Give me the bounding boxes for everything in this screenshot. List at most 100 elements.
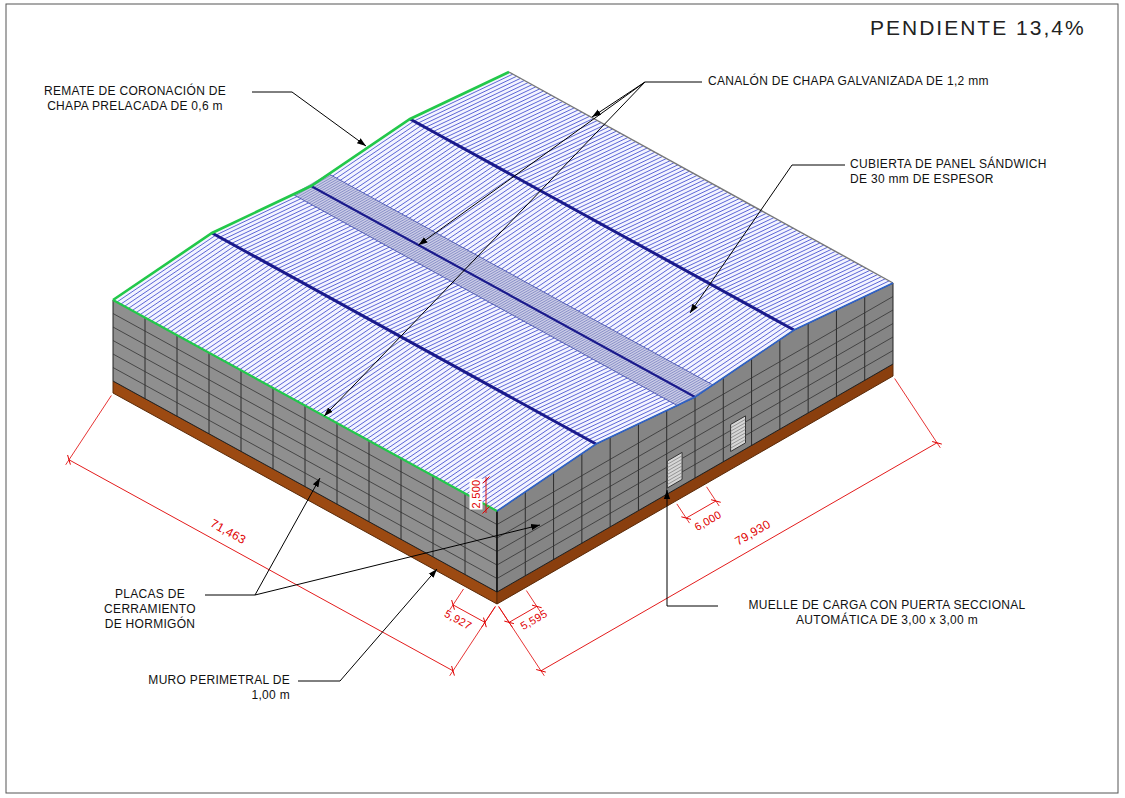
gutter-hatch — [612, 349, 648, 370]
roof-panel-rib — [614, 184, 713, 231]
gutter-hatch — [510, 293, 546, 314]
roof-panel-rib — [710, 237, 809, 284]
gutter-hatch — [585, 334, 621, 355]
extension-line — [499, 607, 513, 628]
extension-line — [677, 504, 690, 523]
gutter-hatch — [557, 319, 593, 340]
callout-label: CUBIERTA DE PANEL SÁNDWICH DE 30 mm DE E… — [850, 157, 1066, 187]
roof-panel-rib — [571, 161, 670, 208]
roof-panel-rib — [485, 438, 584, 505]
gutter-hatch — [598, 341, 634, 362]
gutter-hatch — [359, 210, 395, 231]
gutter-hatch — [566, 324, 602, 345]
gutter-hatch — [508, 292, 544, 313]
gutter-hatch — [435, 252, 471, 273]
leader-line — [324, 82, 645, 416]
door-section — [731, 419, 746, 428]
gutter-hatch — [544, 312, 580, 333]
roof-panel-rib — [606, 180, 705, 227]
roof-panel-rib — [717, 241, 816, 288]
leader-line — [592, 82, 702, 117]
roof-panel-rib — [594, 173, 693, 220]
gutter-hatch — [406, 236, 442, 257]
roof-panel-rib — [514, 129, 613, 176]
sectional-door — [731, 416, 746, 452]
leader-line — [690, 165, 845, 313]
gutter-hatch — [402, 234, 438, 255]
gutter-hatch — [539, 309, 575, 330]
gutter-hatch — [311, 184, 347, 205]
gutter-hatch — [334, 196, 370, 217]
roof-panel-rib — [756, 262, 855, 309]
gutter-hatch — [494, 284, 530, 305]
gutter-hatch — [530, 304, 566, 325]
roof-panel-rib — [445, 91, 544, 138]
roof-panel-rib — [733, 249, 832, 296]
gutter-hatch — [413, 240, 449, 261]
roof-panel-rib — [759, 264, 858, 311]
gutter-hatch — [350, 205, 386, 226]
gutter-hatch — [469, 271, 505, 292]
gutter-hatch — [582, 333, 618, 354]
gutter-hatch — [483, 278, 519, 299]
gutter-hatch — [506, 291, 542, 312]
gutter-hatch — [600, 343, 636, 364]
sandwich-roof-plane — [410, 72, 893, 330]
callout-label: MURO PERIMETRAL DE 1,00 m — [140, 673, 290, 703]
gutter-hatch — [627, 358, 663, 379]
roof-panel-rib — [482, 436, 581, 503]
gutter-hatch — [372, 217, 408, 238]
roof-panel-rib — [621, 188, 720, 235]
roof-panel-rib — [671, 215, 770, 262]
leader-line — [298, 569, 437, 681]
gutter-hatch — [304, 180, 340, 201]
roof-panel-rib — [460, 99, 559, 146]
roof-panel-rib — [414, 74, 513, 121]
roof-panel-rib — [713, 239, 812, 286]
gutter-hatch — [298, 176, 334, 197]
gutter-hatch — [499, 287, 535, 308]
gutter-hatch — [374, 219, 410, 240]
gutter-hatch — [361, 211, 397, 232]
roof-panel-rib — [502, 123, 601, 170]
gutter-hatch — [363, 212, 399, 233]
roof-panel-rib — [483, 112, 582, 159]
gutter-hatch — [302, 179, 338, 200]
dimension-tick — [532, 605, 542, 608]
leader-line — [255, 525, 540, 595]
leader-line — [205, 478, 320, 595]
gutter-hatch — [472, 272, 508, 293]
roof-panel-rib — [567, 159, 666, 206]
roof-panel-rib — [648, 203, 747, 250]
roof-panel-rib — [667, 213, 766, 260]
gutter-hatch — [442, 256, 478, 277]
gutter-hatch — [555, 318, 591, 339]
roof-panel-rib — [552, 150, 651, 197]
gutter-hatch — [589, 337, 625, 358]
gutter-hatch — [384, 224, 420, 245]
gutter-hatch — [445, 257, 481, 278]
gutter-hatch — [594, 339, 630, 360]
gutter-hatch — [650, 370, 686, 391]
roof-panel-rib — [541, 144, 640, 191]
roof-panel-rib — [506, 125, 605, 172]
roof-panel-rib — [560, 154, 659, 201]
gutter-hatch — [485, 279, 521, 300]
gutter-hatch — [404, 235, 440, 256]
roof-panel-rib — [782, 277, 881, 324]
roof-panel-rib — [702, 232, 801, 279]
gutter-hatch — [519, 298, 555, 319]
gutter-hatch — [560, 320, 596, 341]
roof-panel-rib — [740, 253, 839, 300]
gutter-hatch — [625, 356, 661, 377]
gutter-hatch — [454, 262, 490, 283]
roof-panel-rib — [763, 266, 862, 313]
gutter-hatch — [481, 277, 517, 298]
gutter-hatch — [609, 348, 645, 369]
extension-line — [895, 379, 941, 448]
dimension-text: 71,463 — [207, 517, 249, 548]
gutter-hatch — [517, 297, 553, 318]
panel-joint — [525, 492, 526, 576]
gutter-hatch — [605, 345, 641, 366]
